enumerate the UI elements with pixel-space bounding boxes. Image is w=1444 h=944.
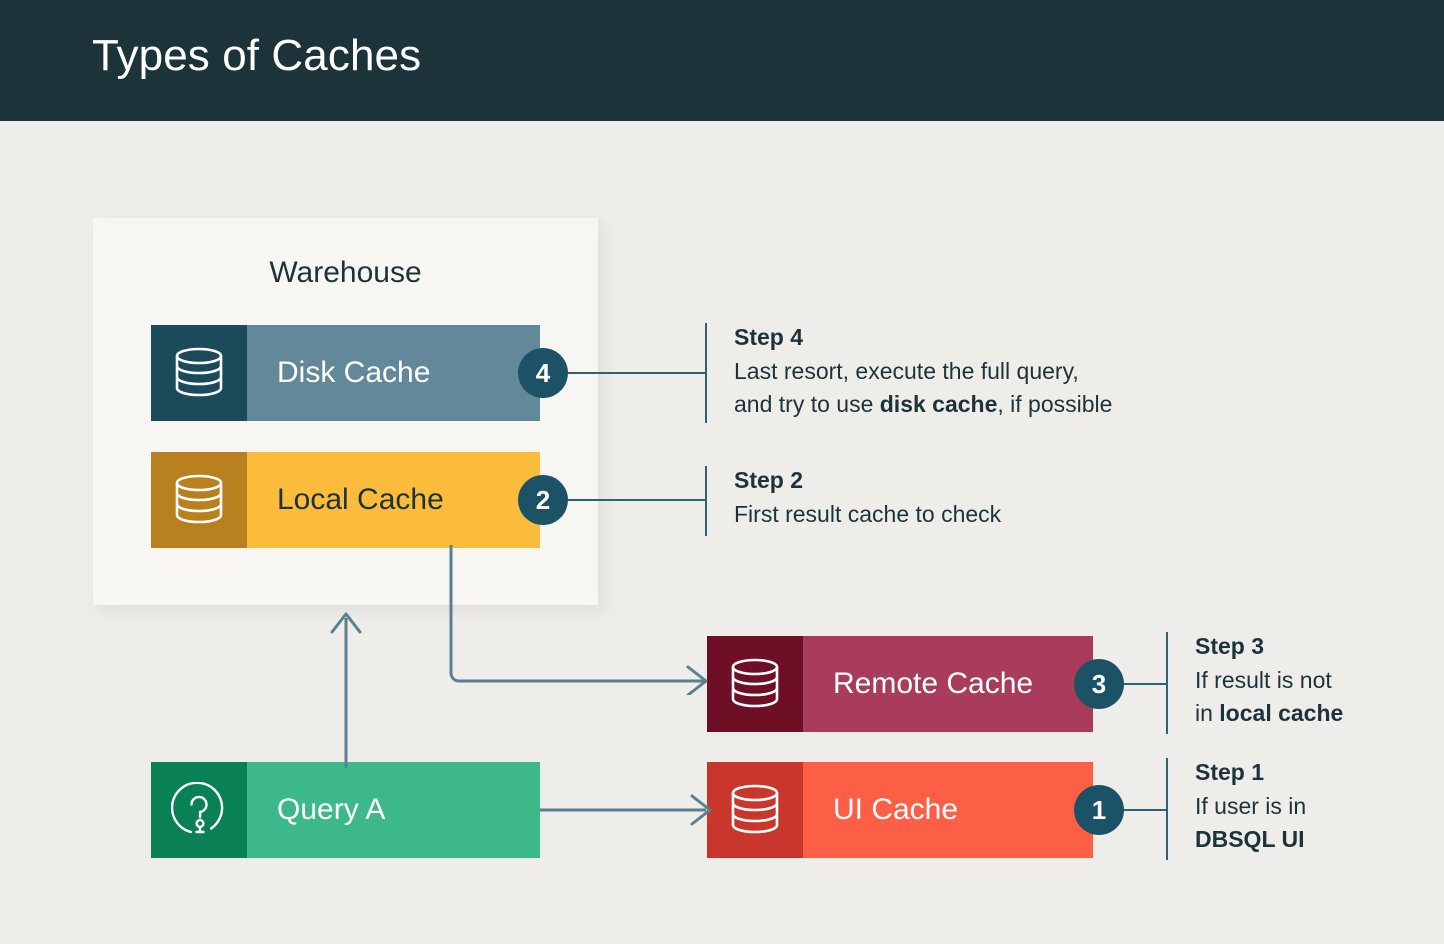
arrow-local-cache-to-remote-cache: [449, 545, 708, 695]
step-line-2-emphasis: local cache: [1219, 700, 1344, 727]
step-title: Step 3: [1195, 633, 1265, 659]
step-line-1: If result is not: [1195, 667, 1332, 694]
step-title: Step 4: [734, 324, 804, 350]
step-block-2: Step 2 First result cache to check: [705, 466, 1254, 536]
step-line-2-emphasis: disk cache: [879, 391, 998, 418]
cache-bar-remote[interactable]: Remote Cache: [707, 636, 1093, 732]
database-icon: [707, 762, 803, 858]
badge-connector-3: [1124, 683, 1166, 685]
cache-bar-label: Disk Cache: [277, 356, 431, 389]
cache-bar-disk[interactable]: Disk Cache: [151, 325, 540, 421]
arrow-query-to-warehouse: [330, 612, 362, 768]
step-badge-2[interactable]: 2: [518, 475, 568, 525]
cache-bar-label: Local Cache: [277, 483, 444, 516]
step-block-4: Step 4 Last resort, execute the full que…: [705, 323, 1254, 423]
page-title: Types of Caches: [92, 31, 422, 80]
query-bar-label: Query A: [277, 793, 386, 826]
header-bar: Types of Caches: [0, 0, 1444, 121]
step-badge-3[interactable]: 3: [1074, 659, 1124, 709]
step-body: If user is in DBSQL UI: [1195, 790, 1444, 856]
step-line-2-suffix: , if possible: [997, 391, 1113, 418]
database-icon: [707, 636, 803, 732]
step-line-2-prefix: in: [1195, 700, 1220, 727]
step-line-1: Last resort, execute the full query,: [734, 358, 1079, 385]
query-bar-a[interactable]: Query A: [151, 762, 540, 858]
step-title: Step 1: [1195, 759, 1265, 785]
arrow-query-to-ui-cache: [540, 794, 712, 826]
cache-bar-label: Remote Cache: [833, 667, 1034, 700]
step-badge-1[interactable]: 1: [1074, 785, 1124, 835]
database-icon: [151, 325, 247, 421]
step-block-1: Step 1 If user is in DBSQL UI: [1166, 758, 1444, 860]
step-line-2-prefix: and try to use: [734, 391, 880, 418]
step-line-1: If user is in: [1195, 793, 1307, 820]
step-body: First result cache to check: [734, 498, 1254, 531]
warehouse-title: Warehouse: [269, 256, 422, 289]
cache-bar-local[interactable]: Local Cache: [151, 452, 540, 548]
step-body: Last resort, execute the full query, and…: [734, 355, 1254, 421]
question-circle-icon: [151, 762, 247, 858]
step-badge-4[interactable]: 4: [518, 348, 568, 398]
badge-connector-2: [568, 499, 707, 501]
cache-bar-label: UI Cache: [833, 793, 959, 826]
badge-connector-4: [568, 372, 707, 374]
step-block-3: Step 3 If result is not in local cache: [1166, 632, 1444, 734]
step-line-1: First result cache to check: [734, 501, 1002, 528]
cache-bar-ui[interactable]: UI Cache: [707, 762, 1093, 858]
database-icon: [151, 452, 247, 548]
step-title: Step 2: [734, 467, 804, 493]
step-line-2-emphasis: DBSQL UI: [1195, 826, 1305, 853]
step-body: If result is not in local cache: [1195, 664, 1444, 730]
badge-connector-1: [1124, 809, 1166, 811]
